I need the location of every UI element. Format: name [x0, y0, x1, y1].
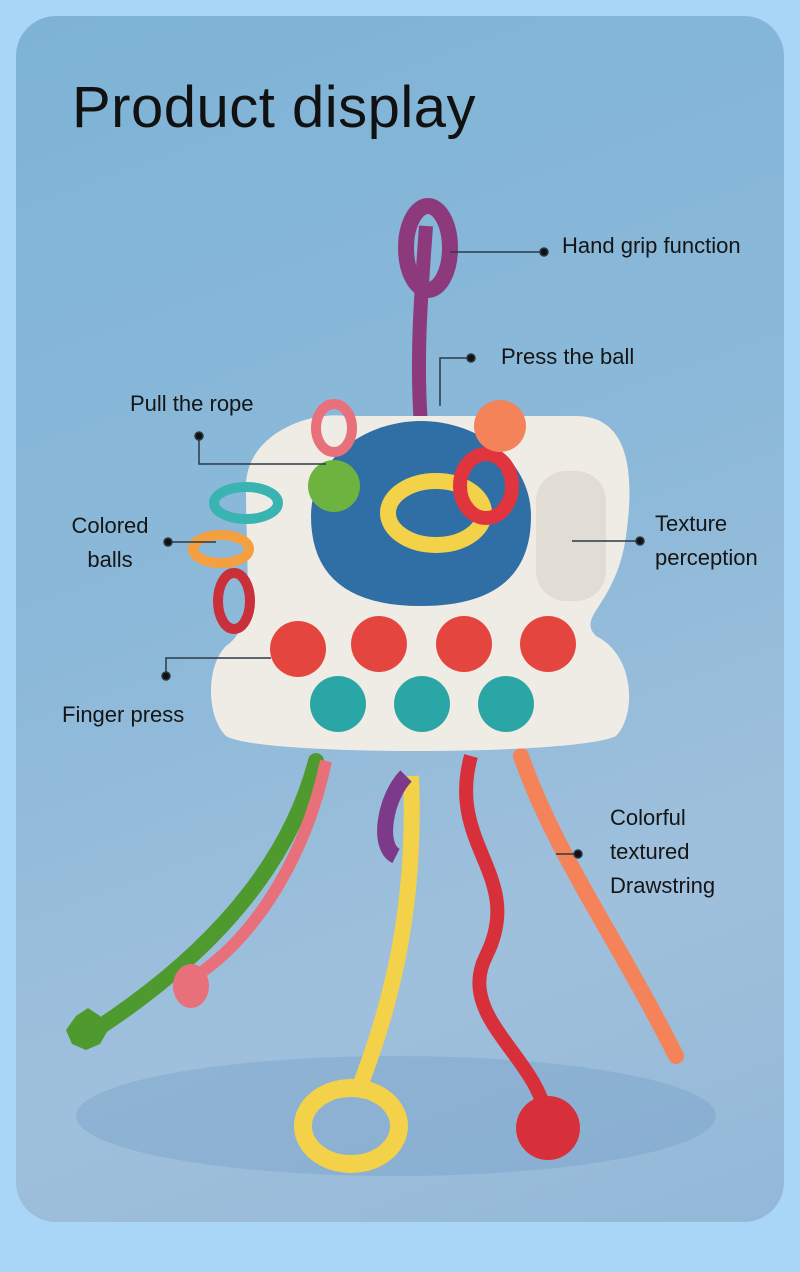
red-ring [453, 447, 519, 525]
green-flower-end [66, 1008, 108, 1050]
callout-drawstring-line2: textured [610, 839, 690, 864]
teal-ring [209, 482, 283, 524]
product-illustration [66, 198, 716, 1176]
hand-grip-ring [398, 198, 458, 298]
callout-lines [161, 247, 645, 859]
callout-colored-balls-line2: balls [87, 547, 133, 572]
purple-loop [377, 770, 413, 864]
red-disc-end [516, 1096, 580, 1160]
callout-texture-line2: perception [655, 545, 758, 570]
callout-drawstring-line1: Colorful [610, 805, 686, 830]
callout-drawstring-line3: Drawstring [610, 873, 716, 898]
yellow-ring-end [294, 1079, 408, 1173]
orange-ring [188, 530, 254, 568]
callout-pull-rope: Pull the rope [130, 391, 254, 416]
purple-rope [411, 225, 433, 427]
callout-hand-grip: Hand grip function [562, 233, 741, 258]
orange-string [513, 748, 684, 1064]
callout-press-ball: Press the ball [501, 344, 635, 369]
orange-flower [474, 400, 526, 452]
product-card: Product display Hand grip function Press… [16, 16, 784, 1222]
yellow-string [348, 775, 420, 1099]
green-string [78, 753, 324, 1044]
callout-colored-balls: Colored balls [65, 509, 155, 577]
pink-end [173, 964, 209, 1008]
finger-press-bubbles [270, 616, 576, 732]
callout-texture: Texture perception [655, 507, 758, 575]
callout-colored-balls-line1: Colored [71, 513, 149, 538]
pink-string [192, 759, 332, 981]
blue-ball [311, 421, 531, 606]
callout-texture-line1: Texture [655, 511, 728, 536]
page-title: Product display [72, 75, 477, 140]
callout-finger-press: Finger press [62, 702, 185, 727]
texture-pad [536, 471, 606, 601]
callout-drawstring: Colorful textured Drawstring [610, 801, 715, 903]
green-flower [308, 460, 360, 512]
red-side-ring [213, 568, 255, 634]
pink-ring [311, 399, 357, 457]
red-string [459, 754, 553, 1118]
